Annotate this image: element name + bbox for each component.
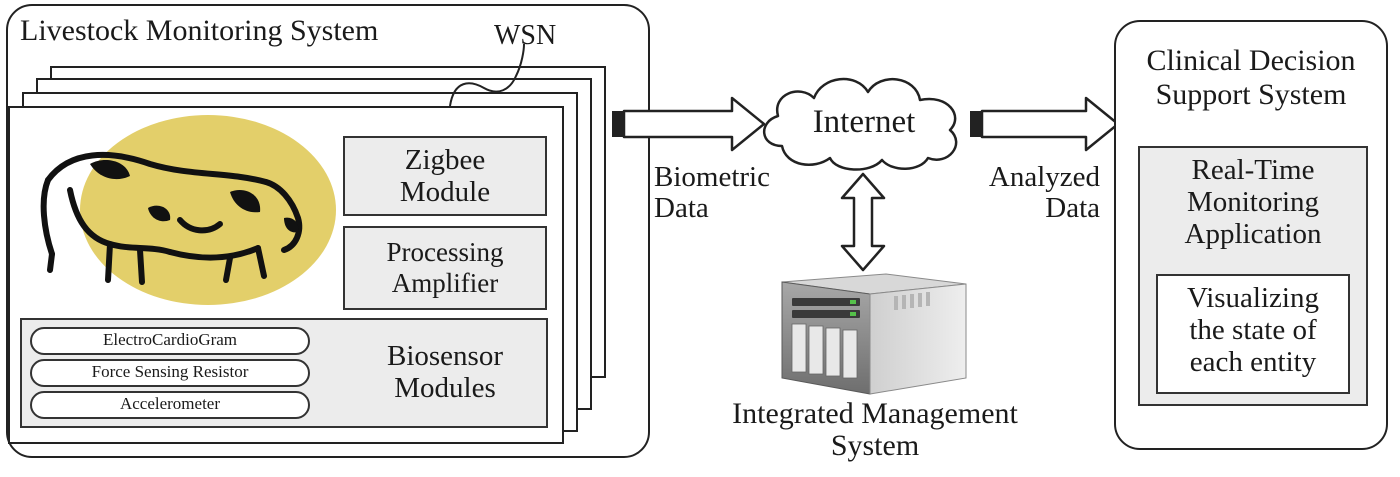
arrow-right-icon <box>612 96 766 152</box>
sensor-ecg-pill: ElectroCardioGram <box>30 327 310 355</box>
processing-amplifier-line1: Processing <box>386 237 504 267</box>
zigbee-module-box: Zigbee Module <box>343 136 547 216</box>
cow-icon <box>40 115 336 305</box>
livestock-monitoring-title: Livestock Monitoring System <box>20 14 379 47</box>
analyzed-data-label: Analyzed Data <box>960 162 1100 224</box>
wsn-connector-line <box>449 43 525 107</box>
biosensor-line1: Biosensor <box>387 340 503 372</box>
sensor-accelerometer-pill: Accelerometer <box>30 391 310 419</box>
analyzed-line1: Analyzed <box>988 161 1100 193</box>
zigbee-module-line1: Zigbee <box>404 144 486 176</box>
arrow-right-icon <box>970 96 1120 152</box>
cloud-icon <box>762 77 958 171</box>
biometric-data-label: Biometric Data <box>654 162 770 224</box>
biosensor-line2: Modules <box>394 372 496 404</box>
wsn-label: WSN <box>494 20 557 51</box>
biometric-line1: Biometric <box>654 161 770 193</box>
realtime-line2: Monitoring <box>1186 186 1320 218</box>
visualizing-line3: each entity <box>1189 346 1317 378</box>
analyzed-line2: Data <box>1045 192 1100 224</box>
biometric-line2: Data <box>654 192 709 224</box>
visualizing-label: Visualizing the state of each entity <box>1156 282 1350 378</box>
realtime-line3: Application <box>1184 218 1322 250</box>
sensor-fsr-pill: Force Sensing Resistor <box>30 359 310 387</box>
integrated-management-label: Integrated Management System <box>680 398 1070 462</box>
integrated-line2: System <box>830 429 920 462</box>
processing-amplifier-line2: Amplifier <box>391 268 499 298</box>
clinical-decision-title: Clinical Decision Support System <box>1114 44 1388 112</box>
realtime-app-label: Real-Time Monitoring Application <box>1138 154 1368 250</box>
biosensor-modules-label: Biosensor Modules <box>350 340 540 404</box>
zigbee-module-line2: Module <box>399 176 491 208</box>
visualizing-line1: Visualizing <box>1187 282 1319 314</box>
integrated-line1: Integrated Management <box>732 397 1018 430</box>
visualizing-line2: the state of <box>1189 314 1317 346</box>
clinical-title-line2: Support System <box>1155 78 1347 111</box>
visualizing-box <box>1156 274 1350 394</box>
processing-amplifier-box: Processing Amplifier <box>343 226 547 310</box>
realtime-line1: Real-Time <box>1191 154 1315 186</box>
clinical-title-line1: Clinical Decision <box>1146 44 1356 77</box>
arrow-bidirectional-icon <box>840 172 886 272</box>
server-icon <box>781 273 967 395</box>
internet-label: Internet <box>812 104 916 140</box>
